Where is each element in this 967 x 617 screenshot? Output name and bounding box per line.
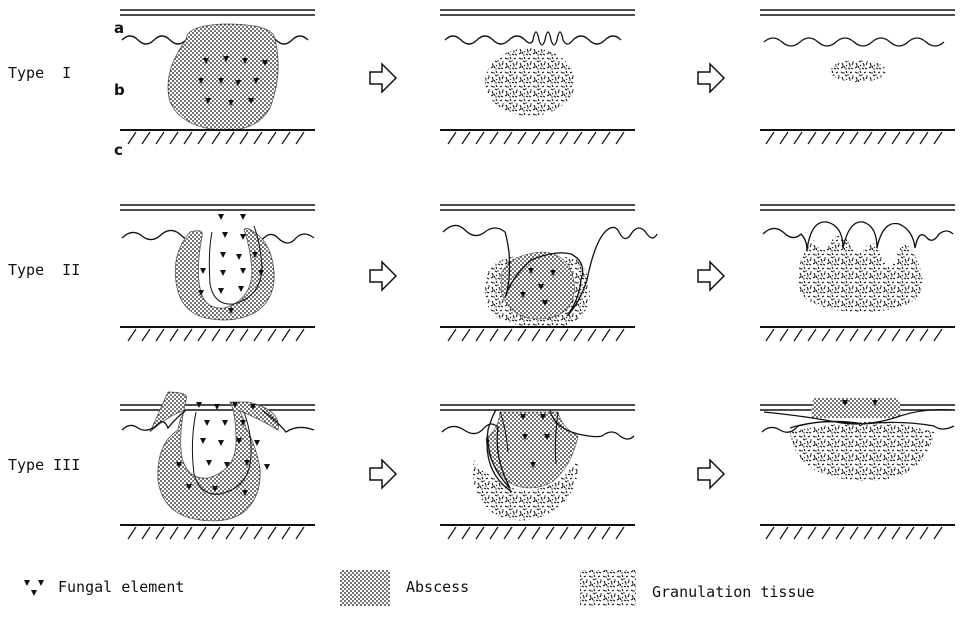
arrow-1-1: [370, 64, 396, 92]
layer-label-b: b: [114, 81, 125, 99]
abscess-region: [501, 252, 575, 319]
arrow-2-2: [698, 262, 724, 290]
abscess-region: [168, 24, 278, 130]
type1-stage3-panel: [760, 10, 955, 144]
legend-abscess-swatch: [340, 570, 390, 606]
arrow-3-2: [698, 460, 724, 488]
type1-stage2-panel: [440, 10, 635, 144]
arrow-2-1: [370, 262, 396, 290]
legend-fungal-label: Fungal element: [58, 578, 184, 596]
legend-granulation-label: Granulation tissue: [652, 583, 815, 601]
type3-stage1-panel: [120, 392, 315, 539]
granulation-region: [485, 48, 575, 116]
layer-label-c: c: [114, 141, 123, 159]
layer-label-a: a: [114, 19, 124, 37]
type1-stage1-panel: [120, 10, 315, 144]
legend-fungal-icon: [24, 580, 44, 596]
granulation-region: [830, 60, 886, 82]
arrow-3-1: [370, 460, 396, 488]
type2-stage3-panel: [760, 205, 955, 341]
type2-stage2-panel: [440, 205, 657, 341]
abscess-region: [150, 392, 278, 521]
granulation-region: [790, 422, 934, 481]
legend-abscess-label: Abscess: [406, 578, 469, 596]
legend-granulation-swatch: [580, 570, 636, 606]
row-label-type-3: Type III: [8, 456, 80, 474]
legend: Fungal element Abscess Granulation tissu…: [24, 570, 815, 606]
arrow-1-2: [698, 64, 724, 92]
abscess-region: [811, 398, 900, 418]
type2-stage1-panel: [120, 205, 315, 341]
row-label-type-2: Type II: [8, 261, 80, 279]
abscess-region: [175, 228, 274, 320]
row-label-type-1: Type I: [8, 64, 71, 82]
granulation-region: [798, 236, 923, 313]
type3-stage2-panel: [440, 405, 635, 539]
type3-stage3-panel: [760, 398, 955, 539]
